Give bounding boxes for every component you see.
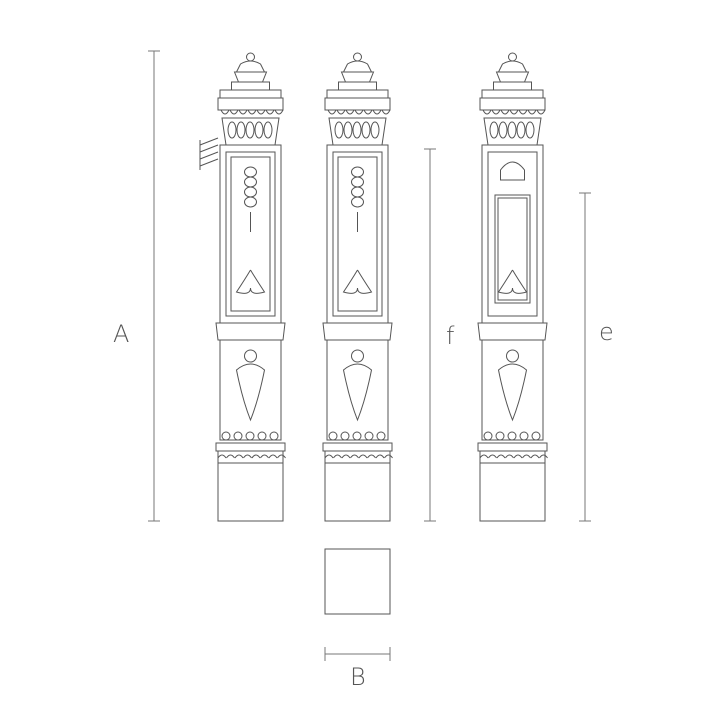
dimension-label-a: A: [113, 320, 130, 348]
pillar-view: [477, 52, 548, 522]
dimension-label-e: e: [599, 318, 614, 346]
pillar-view: [322, 52, 393, 522]
dimension-label-b: B: [350, 663, 366, 691]
dimension-line-b: [324, 647, 391, 661]
base-plan-square: [324, 548, 391, 615]
wall-mount-hatch: [199, 137, 219, 170]
dimension-label-f: f: [446, 322, 455, 350]
pillar-view: [215, 52, 286, 522]
dimension-line-f: [424, 148, 436, 522]
dimension-line-e: [579, 192, 591, 522]
dimension-line-a: [148, 50, 160, 522]
